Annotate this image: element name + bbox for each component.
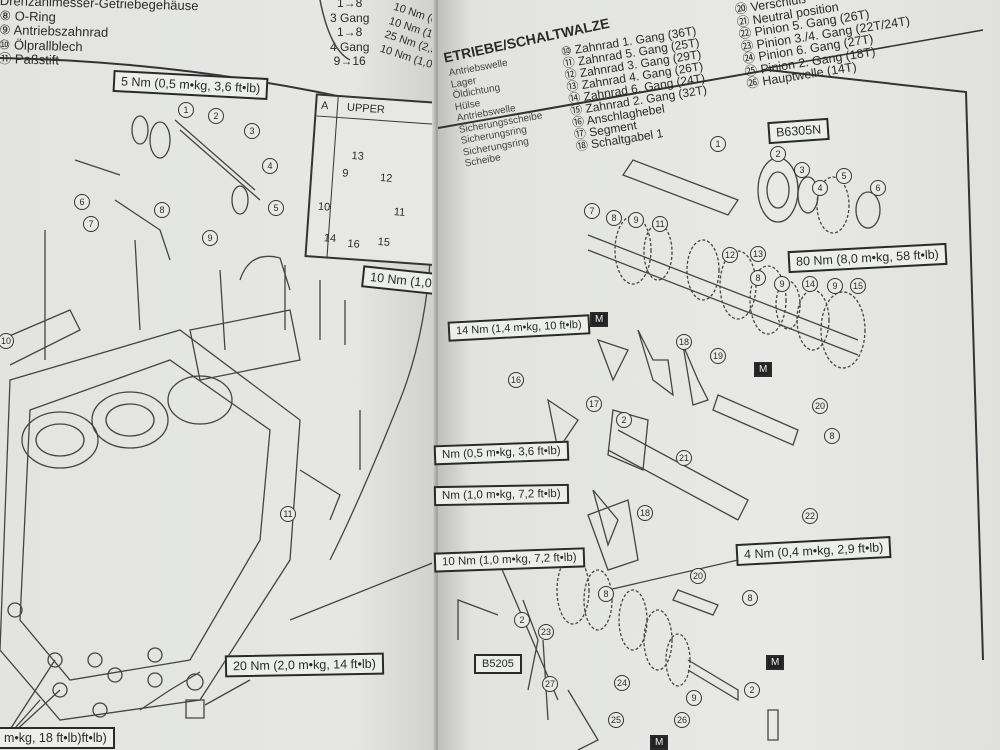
gear-table-cell: 1→8 (337, 0, 363, 10)
callout: 8 (154, 202, 170, 218)
callout: 10 (0, 333, 14, 349)
torque-label-bottom: m•kg, 18 ft•lb)ft•lb) (0, 727, 115, 749)
callout: 26 (674, 712, 690, 728)
gear-table-cell: 3 Gang (330, 10, 370, 25)
gear-table-cell: 9→16 (333, 54, 366, 68)
callout: 5 (836, 168, 852, 184)
gear-table-cell: 1→8 (337, 25, 363, 39)
callout: 20 (812, 398, 828, 414)
callout: 2 (744, 682, 760, 698)
callout: 1 (178, 102, 194, 118)
callout: 6 (870, 180, 886, 196)
left-page: Drehzahlmesser-Getriebegehäuse ⑧ O-Ring … (0, 0, 459, 750)
inset-label: 16 (347, 237, 361, 251)
gear-table-cell: 4 Gang (330, 39, 370, 54)
callout: 6 (74, 194, 90, 210)
molybdenum-mark: M (590, 312, 609, 327)
callout: 22 (802, 508, 818, 524)
molybdenum-mark: M (766, 655, 785, 670)
inset-label: 11 (393, 206, 406, 219)
callout: 15 (850, 278, 866, 294)
callout: 25 (608, 712, 624, 728)
callout: 9 (774, 276, 790, 292)
parts-list-col1: Antriebswelle Lager Öldichtung Hülse Ant… (448, 53, 549, 170)
molybdenum-mark: M (754, 362, 773, 377)
bearing-label-b5205: B5205 (474, 654, 522, 674)
callout: 4 (812, 180, 828, 196)
callout: 12 (722, 247, 738, 263)
callout: 8 (824, 428, 840, 444)
torque-label-20nm: 20 Nm (2,0 m•kg, 14 ft•lb) (224, 652, 385, 678)
callout: 8 (598, 586, 614, 602)
callout: 7 (584, 203, 600, 219)
torque-label-10nm-a: Nm (1,0 m•kg, 7,2 ft•lb) (433, 483, 569, 507)
callout: 27 (542, 676, 558, 692)
callout: 5 (268, 200, 284, 216)
callout: 8 (606, 210, 622, 226)
callout: 1 (710, 136, 726, 152)
callout: 18 (637, 505, 653, 521)
inset-label: 9 (341, 167, 349, 180)
callout: 14 (802, 276, 818, 292)
book-gutter (432, 0, 442, 750)
callout: 3 (794, 162, 810, 178)
inset-col-upper: UPPER (346, 101, 386, 117)
inset-label: 13 (351, 150, 365, 163)
gear-table: 1→8 3 Gang 1→8 4 Gang 9→16 (330, 0, 369, 69)
crankcase-diagram (0, 0, 440, 746)
inset-label: 14 (323, 232, 337, 246)
right-page: ETRIEBE/SCHALTWALZE Antriebswelle Lager … (433, 0, 1000, 750)
callout: 23 (538, 624, 554, 640)
callout: 11 (280, 506, 296, 522)
callout: 2 (616, 412, 632, 428)
callout: 7 (83, 216, 99, 232)
callout: 24 (614, 675, 630, 691)
callout: 11 (652, 216, 668, 232)
callout: 16 (508, 372, 524, 388)
callout: 2 (770, 146, 786, 162)
bearing-label-b6305n: B6305N (767, 117, 830, 145)
inset-col-a: A (320, 99, 329, 113)
callout: 17 (586, 396, 602, 412)
inset-label: 15 (377, 236, 391, 249)
inset-label: 12 (379, 172, 393, 185)
callout: 2 (208, 108, 224, 124)
callout: 20 (690, 568, 706, 584)
callout: 21 (676, 450, 692, 466)
transmission-diagram (438, 29, 984, 750)
callout: 9 (827, 278, 843, 294)
callout: 2 (514, 612, 530, 628)
parts-list-col2: ⑩ Zahnrad 1. Gang (36T) ⑪ Zahnrad 5. Gan… (560, 24, 713, 154)
callout: 8 (750, 270, 766, 286)
callout: 13 (750, 246, 766, 262)
callout: 9 (202, 230, 218, 246)
callout: 3 (244, 123, 260, 139)
callout: 9 (628, 212, 644, 228)
molybdenum-mark: M (650, 735, 669, 750)
callout: 9 (686, 690, 702, 706)
callout: 4 (262, 158, 278, 174)
callout: 19 (710, 348, 726, 364)
callout: 8 (742, 590, 758, 606)
callout: 18 (676, 334, 692, 350)
inset-label: 10 (317, 200, 331, 214)
